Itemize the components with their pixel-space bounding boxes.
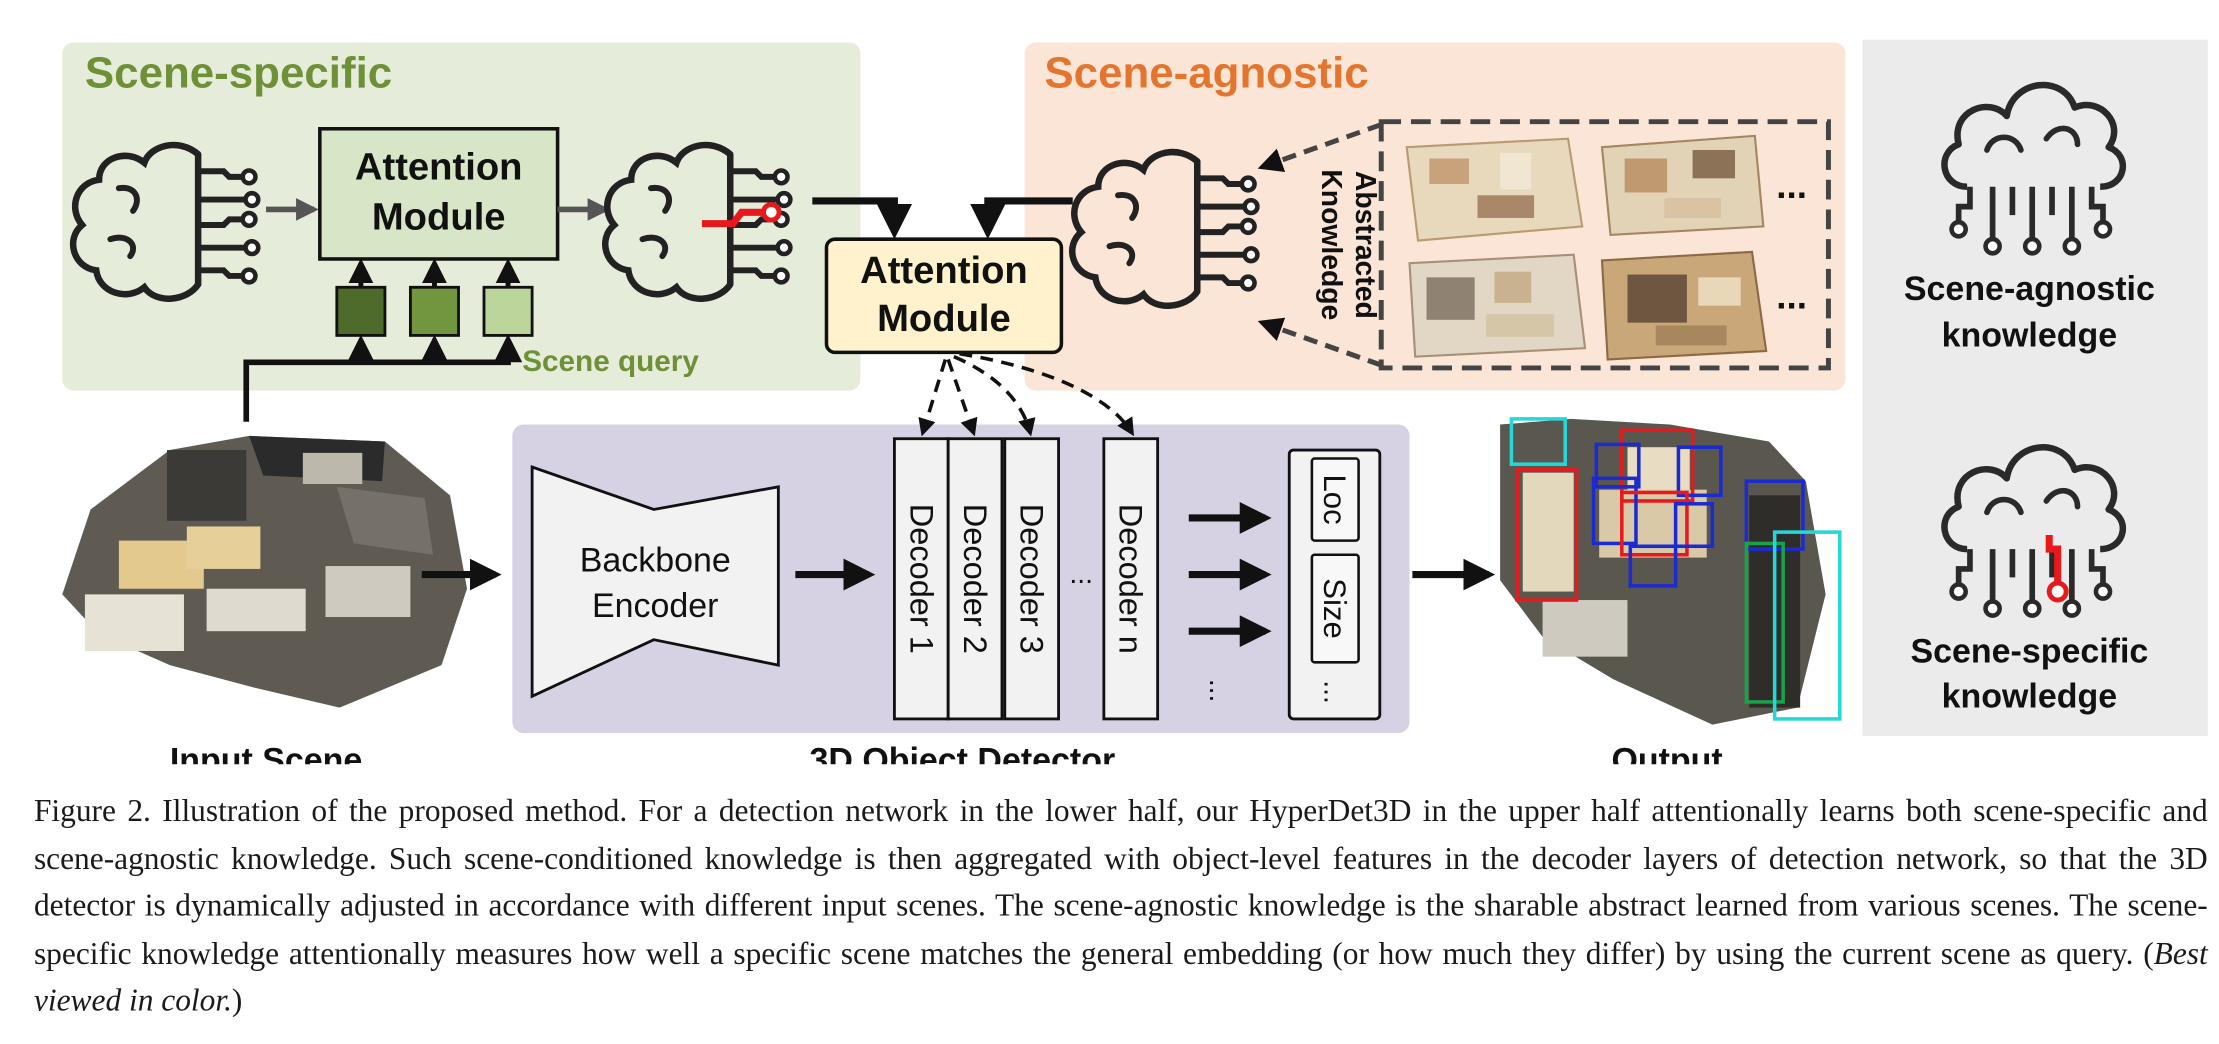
scene-query-block xyxy=(482,285,534,337)
decoder-box xyxy=(1102,437,1160,721)
backbone-encoder-shape xyxy=(530,465,780,699)
attention-module-label: Module xyxy=(877,297,1011,340)
caption-text: Illustration of the proposed method. For… xyxy=(33,792,2208,971)
size-label: Size xyxy=(1317,578,1352,639)
dashed-arrow xyxy=(953,355,1036,437)
attention-module-box xyxy=(824,237,1064,355)
legend-specific-label: Scene-specific xyxy=(1910,632,2148,670)
dashed-arrow xyxy=(946,358,978,437)
brain-circuit-icon xyxy=(605,145,790,299)
input-scene-pointcloud xyxy=(62,435,468,708)
arrow xyxy=(970,197,1073,240)
decoder-label: Decoder 2 xyxy=(957,504,993,654)
backbone-label: Backbone xyxy=(580,542,731,580)
attention-module-box xyxy=(318,127,560,261)
decoder-label: Decoder 3 xyxy=(1014,504,1050,654)
legend-agnostic-label: knowledge xyxy=(1942,317,2117,355)
figure-caption: Figure 2. Illustration of the proposed m… xyxy=(34,787,2208,1025)
brain-circuit-icon xyxy=(73,145,258,299)
ellipsis: ... xyxy=(1776,276,1807,317)
highlight-circuit xyxy=(2045,534,2062,584)
loc-label: Loc xyxy=(1317,474,1352,524)
diagram-canvas: Attention Module Attention Module Scene … xyxy=(62,0,2155,764)
dashed-arrow xyxy=(1257,317,1383,368)
cloud-circuit-icon xyxy=(1944,85,2122,253)
scene-thumbnail xyxy=(1600,250,1768,361)
heads-ellipsis: ... xyxy=(1319,680,1351,704)
decoder-box xyxy=(946,437,1004,721)
scene-query-block xyxy=(408,285,460,337)
output-label: Output xyxy=(1611,741,1722,764)
highlight-node xyxy=(2046,580,2069,603)
detector-label: 3D Object Detector xyxy=(810,741,1116,764)
caption-note-open: ( xyxy=(2143,935,2154,971)
decoder-ellipsis: ... xyxy=(1204,679,1236,703)
dashed-arrow xyxy=(918,358,948,437)
abstracted-knowledge-label: Knowledge xyxy=(1316,169,1348,320)
arrow xyxy=(812,197,913,240)
highlight-node xyxy=(761,202,782,223)
scene-thumbnail xyxy=(1408,253,1587,358)
attention-module-label: Attention xyxy=(355,146,523,189)
decoder-label: Decoder 1 xyxy=(903,504,939,654)
scene-query-label: Scene query xyxy=(522,345,699,378)
ellipsis: ... xyxy=(1776,165,1807,206)
scene-query-block xyxy=(335,285,387,337)
abstracted-knowledge-label: Abstracted xyxy=(1350,171,1382,319)
decoder-label: Decoder n xyxy=(1113,504,1149,654)
legend-specific-label: knowledge xyxy=(1942,678,2117,716)
legend-panel xyxy=(1862,39,2208,736)
attention-module-label: Module xyxy=(372,195,506,238)
decoder-ellipsis: ... xyxy=(1069,557,1093,589)
scene-specific-title: Scene-specific xyxy=(84,48,393,98)
input-scene-label: Input Scene xyxy=(170,741,362,764)
dashed-arrow xyxy=(1257,122,1383,172)
scene-thumbnail xyxy=(1600,134,1765,237)
loc-head xyxy=(1310,457,1360,542)
brain-circuit-icon xyxy=(1072,152,1257,306)
scene-agnostic-title: Scene-agnostic xyxy=(1044,48,1369,98)
abstracted-knowledge-box xyxy=(1378,119,1831,371)
legend-agnostic-label: Scene-agnostic xyxy=(1904,270,2155,308)
backbone-label: Encoder xyxy=(592,587,718,625)
scene-thumbnail xyxy=(1405,137,1584,242)
output-pointcloud xyxy=(1500,417,1842,725)
caption-note-close: ) xyxy=(231,982,243,1019)
decoder-box xyxy=(892,437,950,721)
caption-label: Figure 2. xyxy=(33,792,151,828)
attention-module-label: Attention xyxy=(860,249,1028,292)
caption-note: Best viewed in color. xyxy=(33,935,2208,1019)
decoder-box xyxy=(1003,437,1060,721)
query-path xyxy=(243,333,523,422)
highlight-circuit xyxy=(701,208,765,228)
size-head xyxy=(1310,553,1360,664)
dashed-arrow xyxy=(959,352,1135,437)
cloud-circuit-icon xyxy=(1944,447,2122,615)
